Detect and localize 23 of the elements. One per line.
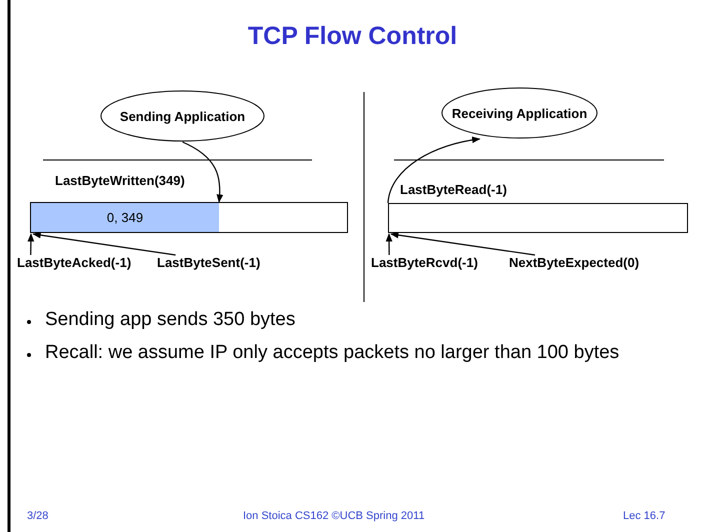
footer-text: Ion Stoica CS162 ©UCB Spring 2011 — [243, 510, 425, 522]
page-number: 3/28 — [27, 510, 48, 522]
bullet-text: Recall: we assume IP only accepts packets no larger than 100 bytes — [45, 341, 620, 365]
pointer-label: LastByteRcvd(-1) — [371, 255, 478, 270]
ellipse-node: Sending Application — [100, 90, 265, 142]
pointer-label: LastByteRead(-1) — [400, 182, 507, 197]
bullet-text: Sending app sends 350 bytes — [45, 308, 296, 332]
arrow — [386, 233, 392, 255]
pointer-label: LastByteSent(-1) — [157, 255, 260, 270]
ellipse-node: Receiving Application — [441, 87, 598, 139]
filled-segment: 0, 349 — [31, 203, 219, 232]
arrow — [28, 233, 34, 255]
buffer-bar — [30, 202, 348, 233]
slide-title: TCP Flow Control — [246, 22, 458, 51]
arrow — [390, 232, 536, 256]
pointer-label: NextByteExpected(0) — [509, 255, 640, 270]
lecture-number: Lec 16.7 — [623, 510, 666, 522]
pointer-label: LastByteAcked(-1) — [17, 255, 132, 270]
buffer-bar — [388, 203, 688, 233]
pointer-label: LastByteWritten(349) — [55, 173, 185, 188]
arrow — [32, 232, 176, 256]
arrow — [182, 141, 224, 203]
arrow — [387, 136, 480, 204]
